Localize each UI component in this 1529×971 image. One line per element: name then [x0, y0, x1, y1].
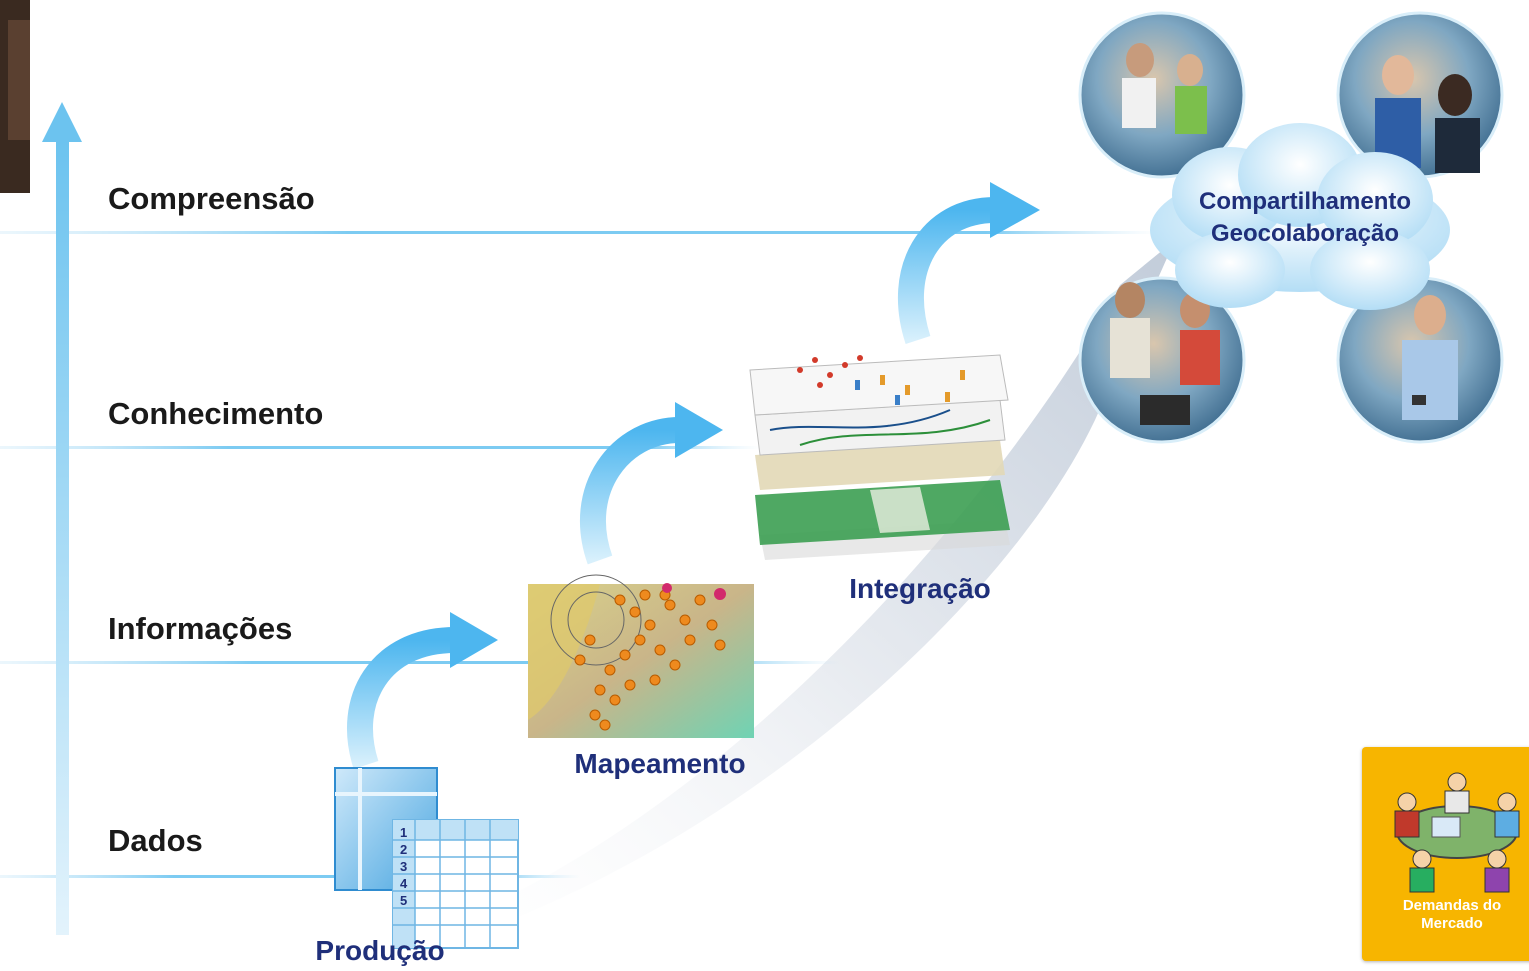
photo-circle-phone-user: [1336, 276, 1504, 444]
market-label-line1: Demandas do: [1402, 897, 1502, 914]
table-row-number: 4: [400, 876, 408, 891]
map-illustration: [528, 574, 754, 738]
photo-circle-meeting: [1336, 11, 1504, 179]
curved-arrow-producao: [347, 612, 498, 769]
photo-circle-team-laptop: [1078, 11, 1246, 179]
table-illustration: 1 2 3 4 5: [334, 767, 519, 949]
curved-arrow-mapeamento: [579, 402, 723, 565]
stage-label-mapeamento: Mapeamento: [574, 748, 746, 779]
table-row-number: 1: [400, 825, 407, 840]
level-label-conhecimento: Conhecimento: [108, 396, 324, 431]
level-label-dados: Dados: [108, 823, 203, 858]
cloud-label-line2: Geocolaboração: [1210, 220, 1400, 247]
table-row-number: 3: [400, 859, 407, 874]
vertical-axis-arrow: [42, 102, 82, 935]
table-row-number: 5: [400, 893, 407, 908]
level-label-informacoes: Informações: [108, 611, 293, 646]
level-lines: [0, 231, 1160, 878]
stage-label-producao: Produção: [315, 935, 445, 966]
market-demands-label: Demandas do Mercado: [1362, 897, 1529, 933]
portrait-fragment: [0, 0, 30, 193]
stage-label-integracao: Integração: [849, 573, 991, 604]
market-label-line2: Mercado: [1421, 915, 1483, 932]
level-label-compreensao: Compreensão: [108, 181, 315, 216]
curved-arrow-integracao: [897, 182, 1040, 345]
layers-illustration: [749, 354, 1010, 560]
market-demands-box: Demandas do Mercado: [1362, 747, 1529, 961]
table-row-number: 2: [400, 842, 407, 857]
cloud-label-line1: Compartilhamento: [1198, 188, 1411, 215]
meeting-clipart-icon: [1394, 772, 1520, 893]
cloud-shape: [1150, 123, 1450, 310]
photo-circle-field-device: [1078, 276, 1246, 444]
cloud-label: Compartilhamento Geocolaboração: [1160, 186, 1450, 250]
